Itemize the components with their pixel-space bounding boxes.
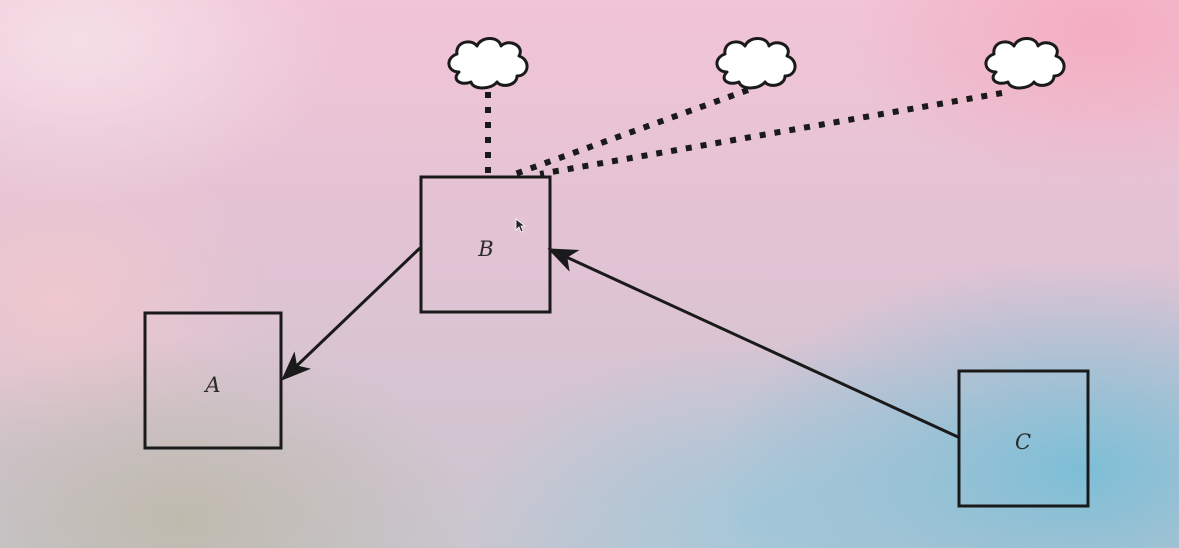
cloud-node-2[interactable] bbox=[715, 37, 797, 90]
node-b-label: B bbox=[477, 237, 493, 261]
node-c[interactable]: C bbox=[957, 369, 1090, 508]
cloud-node-3[interactable] bbox=[984, 37, 1066, 90]
arrow-edge-c-to-b bbox=[547, 248, 959, 439]
cloud-node-1[interactable] bbox=[447, 37, 529, 90]
node-c-label: C bbox=[1015, 430, 1031, 454]
dotted-edge-b-cloud-2 bbox=[513, 87, 750, 177]
node-b[interactable]: B bbox=[419, 175, 552, 314]
mouse-cursor-icon bbox=[515, 218, 527, 233]
arrow-edge-b-to-a bbox=[281, 246, 422, 381]
node-a-label: A bbox=[203, 373, 220, 397]
node-a[interactable]: A bbox=[143, 311, 283, 450]
dotted-edge-b-cloud-3 bbox=[539, 90, 1003, 177]
